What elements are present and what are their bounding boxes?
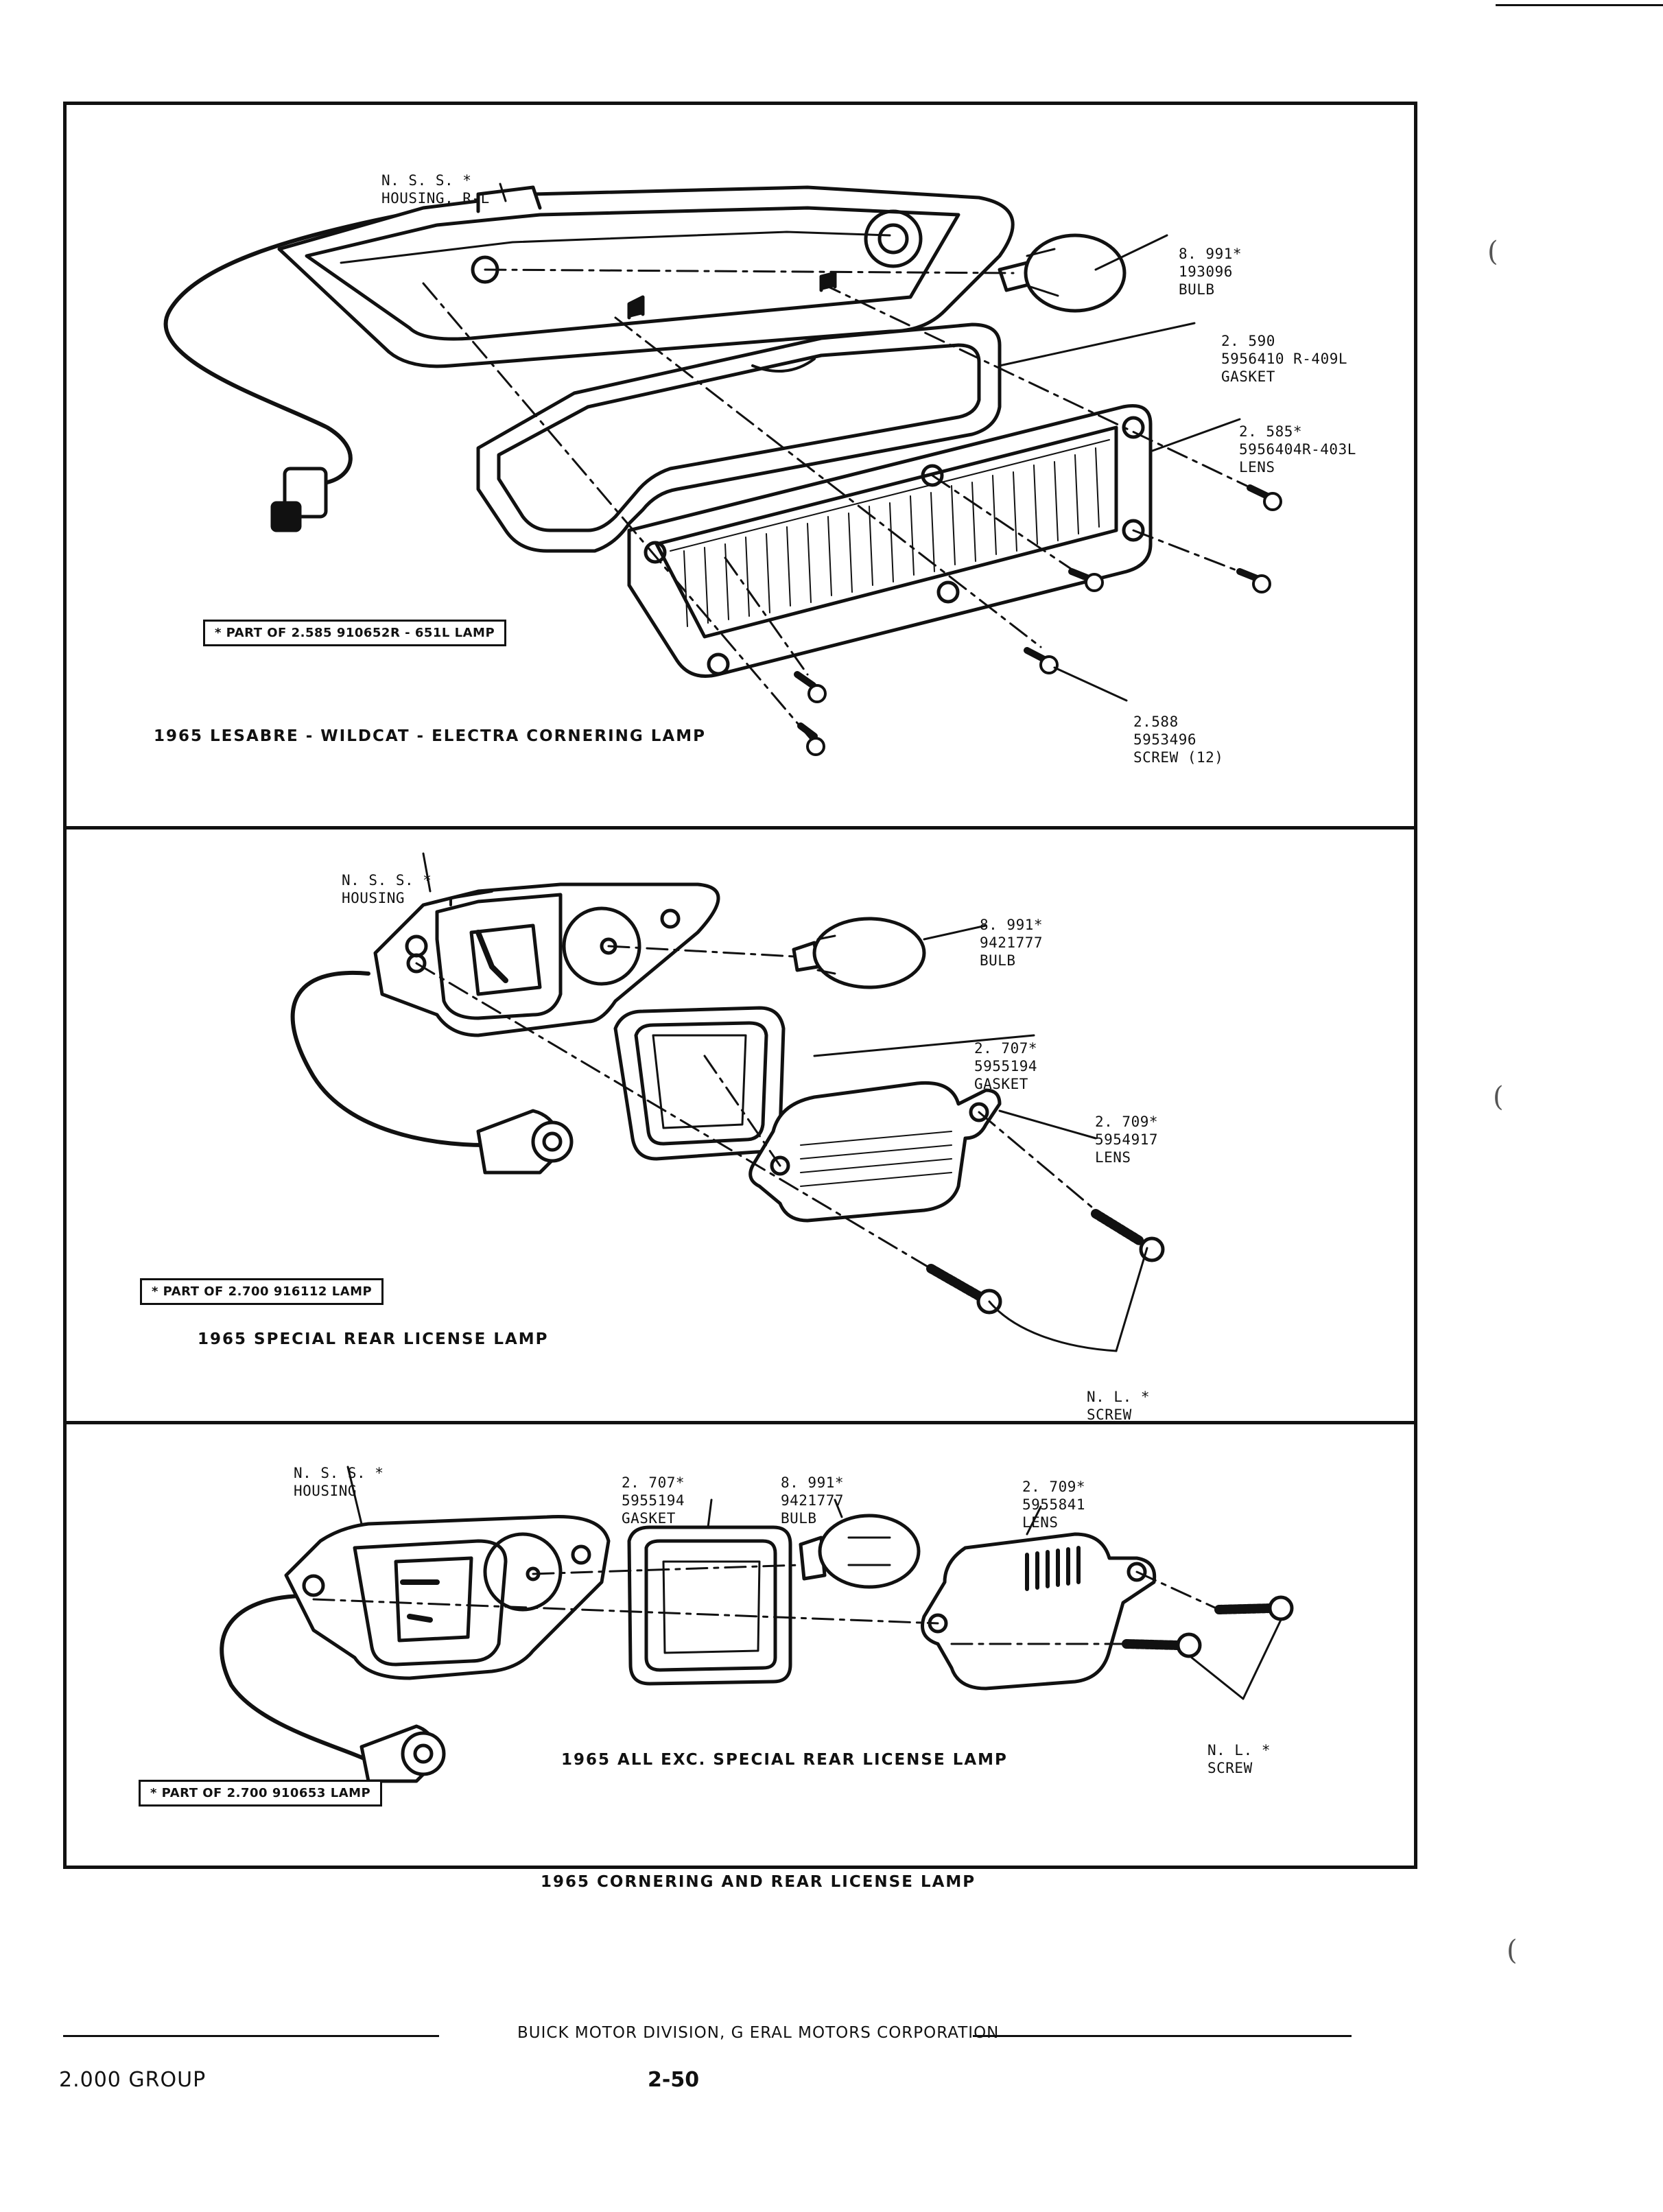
- housing-icon: [284, 1514, 611, 1680]
- lens-icon: [627, 403, 1153, 678]
- bulb-icon: [799, 1514, 921, 1589]
- corner-rule: [1496, 4, 1663, 6]
- part-label-screw: N. L. *SCREW: [1207, 1742, 1271, 1776]
- lens-icon: [921, 1532, 1157, 1691]
- screw-icon: [1122, 1595, 1294, 1658]
- gasket-icon: [476, 322, 1002, 553]
- gasket-icon: [613, 1006, 786, 1161]
- part-label-screw: N. L. *SCREW: [1087, 1389, 1151, 1423]
- footer-rule-left: [63, 2035, 439, 2037]
- panel-caption: 1965 ALL EXC. SPECIAL REAR LICENSE LAMP: [561, 1751, 1008, 1769]
- bulb-icon: [792, 917, 926, 989]
- panel-caption: 1965 LESABRE - WILDCAT - ELECTRA CORNERI…: [154, 727, 706, 745]
- figure-frame: [63, 102, 1417, 1869]
- screw-icon: [926, 1209, 1165, 1315]
- part-of-note: * PART OF 2.700 916112 LAMP: [140, 1278, 384, 1305]
- margin-mark: (: [1493, 1081, 1504, 1113]
- housing-icon: [373, 882, 720, 1037]
- part-of-note: * PART OF 2.585 910652R - 651L LAMP: [203, 620, 507, 646]
- special-license-lamp-drawing: [290, 852, 1165, 1352]
- page-number: 2-50: [648, 2068, 700, 2092]
- group-label: 2.000 GROUP: [59, 2068, 207, 2092]
- margin-mark: (: [1507, 1935, 1518, 1966]
- bulb-icon: [998, 233, 1127, 313]
- part-label-housing: N. S. S. *HOUSING: [342, 872, 432, 906]
- part-label-housing: N. S. S. *HOUSING, R-L: [381, 172, 490, 207]
- panel-divider-2: [63, 1421, 1417, 1424]
- screw-icon: [794, 484, 1282, 756]
- margin-mark: (: [1487, 236, 1498, 268]
- panel-divider-1: [63, 826, 1417, 830]
- publisher: BUICK MOTOR DIVISION, G ERAL MOTORS CORP…: [517, 2024, 1000, 2042]
- all-exc-special-license-lamp-drawing: [220, 1466, 1294, 1783]
- cornering-lamp-drawing: [163, 183, 1282, 756]
- panel-caption: 1965 SPECIAL REAR LICENSE LAMP: [198, 1330, 549, 1348]
- wire-connector-icon: [476, 1109, 574, 1175]
- lens-icon: [748, 1081, 1002, 1223]
- wire-connector-icon: [270, 467, 328, 532]
- housing-icon: [277, 185, 1015, 368]
- wire-connector-icon: [359, 1724, 446, 1783]
- figure-title: 1965 CORNERING AND REAR LICENSE LAMP: [541, 1873, 976, 1891]
- gasket-icon: [627, 1525, 792, 1686]
- part-label-housing: N. S. S. *HOUSING: [294, 1465, 384, 1499]
- footer-rule-right: [973, 2035, 1352, 2037]
- part-of-note: * PART OF 2.700 910653 LAMP: [139, 1780, 383, 1807]
